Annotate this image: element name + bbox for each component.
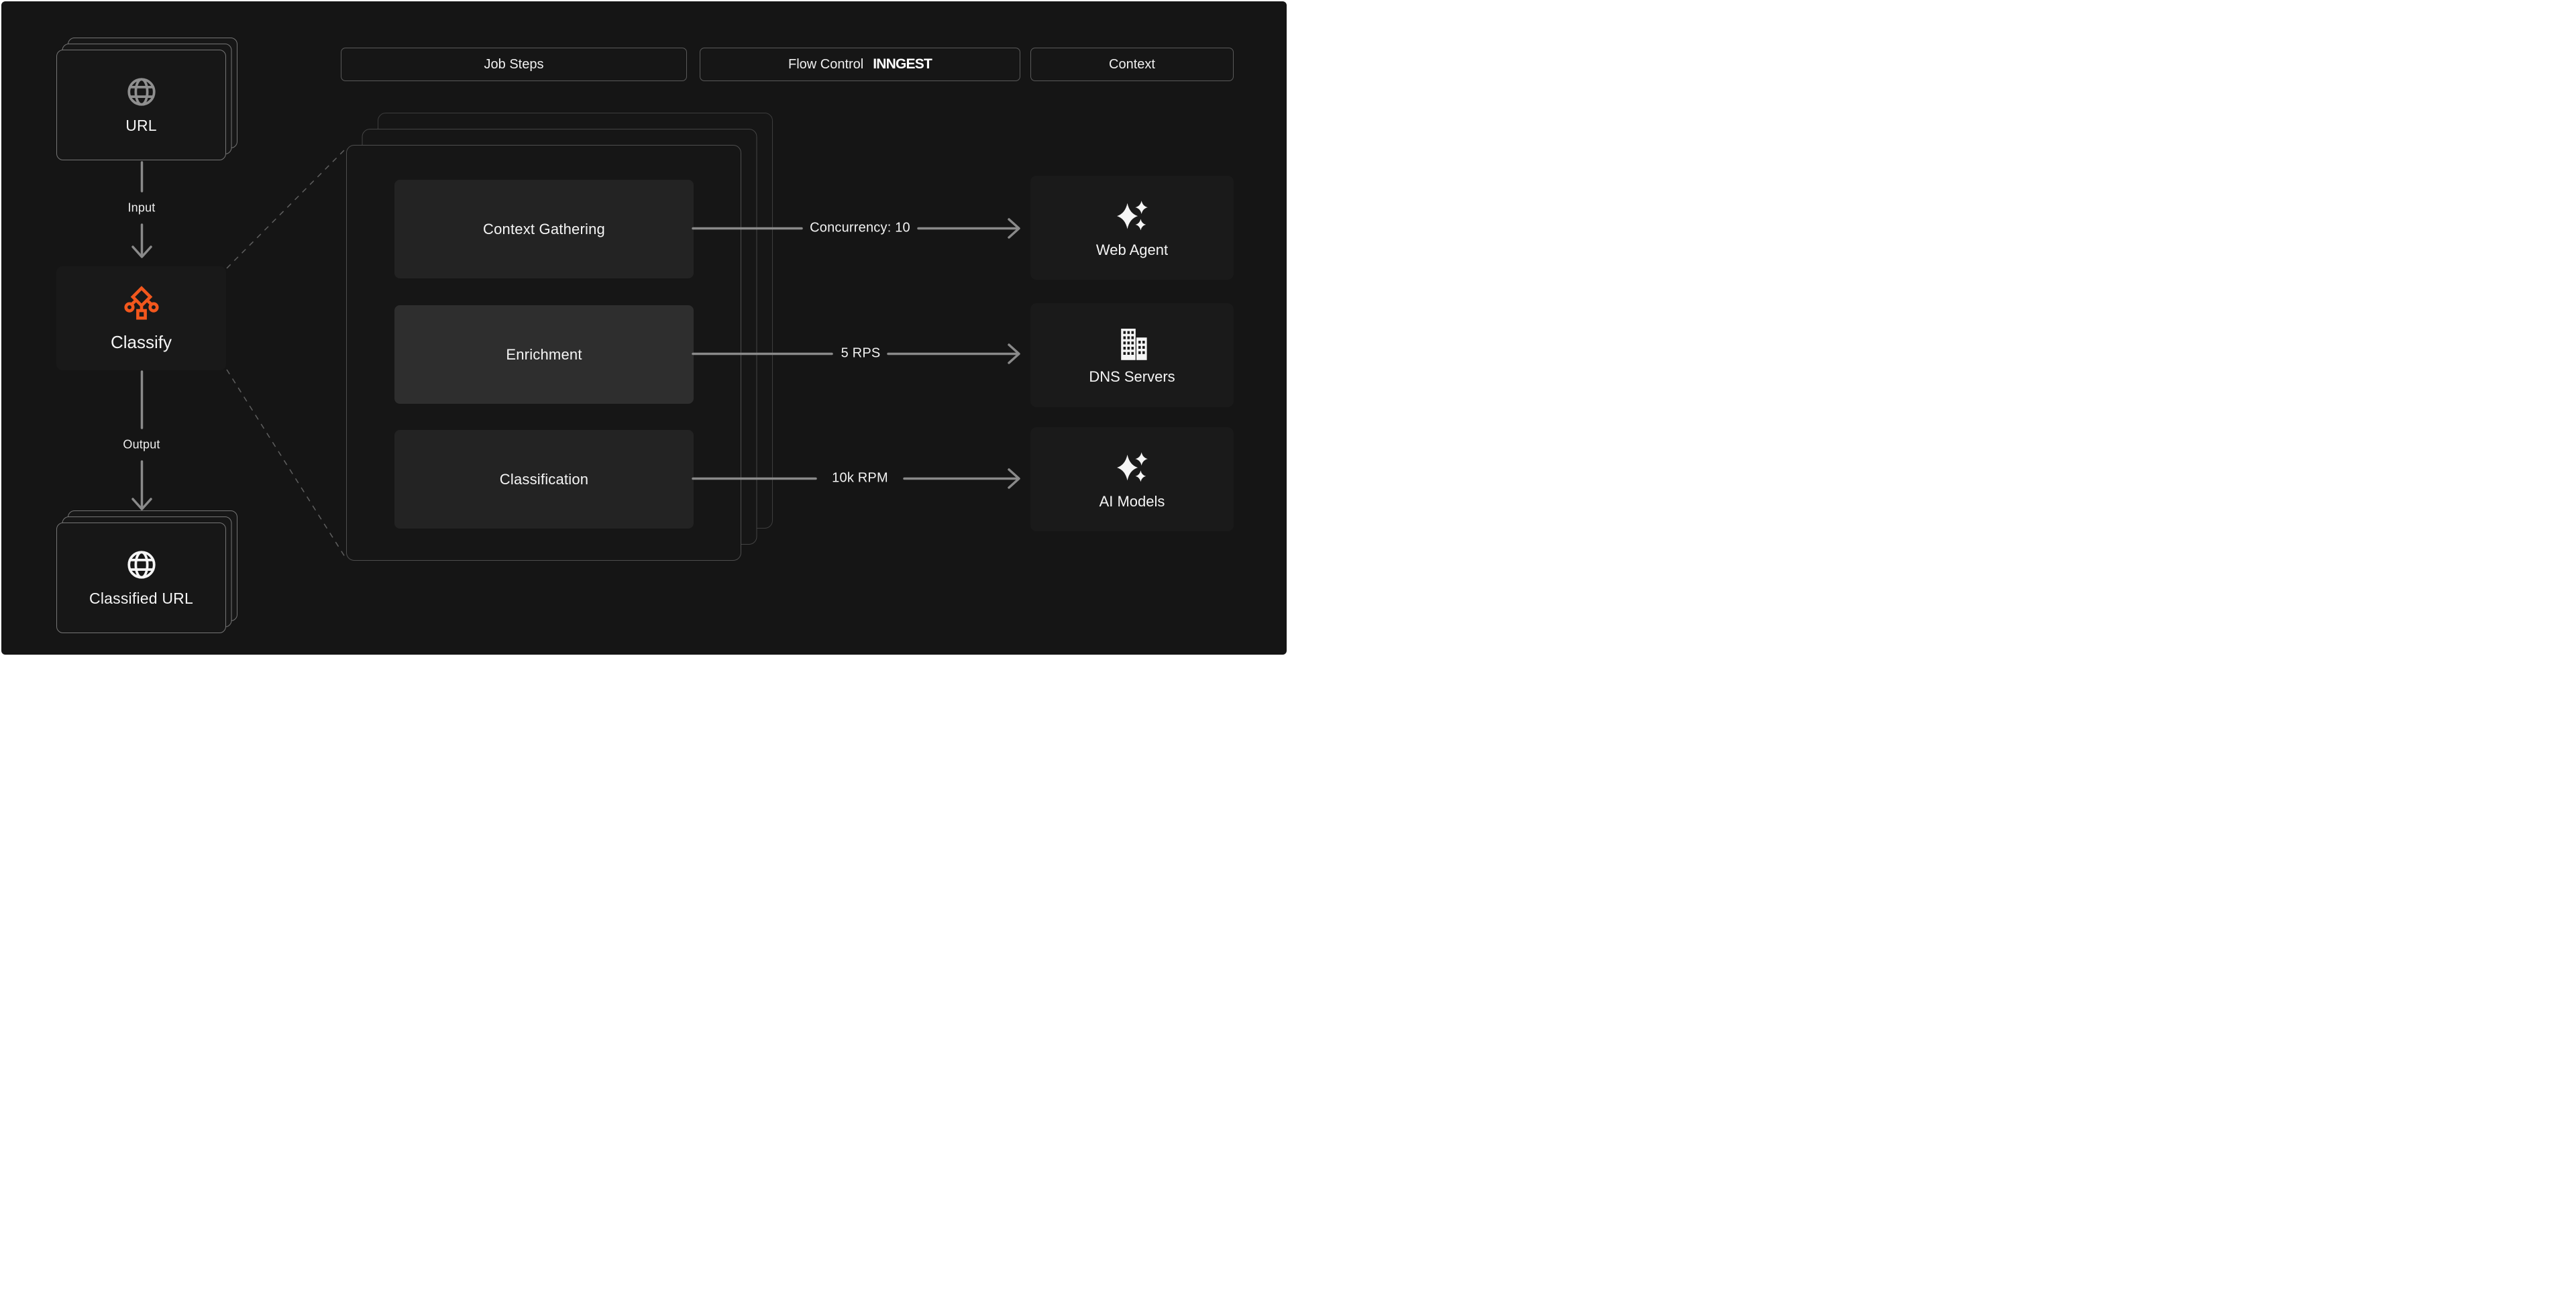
service-dns-servers: DNS Servers [1030, 303, 1234, 407]
service-web-agent: Web Agent [1030, 176, 1234, 280]
step-context-gathering: Context Gathering [394, 180, 694, 278]
service-ai-models-label: AI Models [1099, 493, 1165, 510]
header-job-steps-label: Job Steps [484, 56, 544, 72]
url-card-label: URL [125, 116, 157, 134]
globe-icon [125, 76, 158, 108]
step-enrichment: Enrichment [394, 305, 694, 404]
diagram-canvas: URL Classify [0, 0, 1288, 656]
job-card: Context Gathering Enrichment Classificat… [346, 145, 741, 561]
header-job-steps: Job Steps [341, 48, 687, 81]
rps-arrow-label: 5 RPS [841, 345, 881, 361]
sparkles-icon [1112, 197, 1153, 238]
input-arrow-label: Input [127, 201, 156, 215]
header-context-label: Context [1109, 56, 1155, 72]
step-classification: Classification [394, 430, 694, 529]
service-dns-servers-label: DNS Servers [1089, 368, 1175, 385]
inngest-logo: INNGEST [873, 56, 932, 72]
job-card-stack: Context Gathering Enrichment Classificat… [346, 113, 773, 561]
classify-node: Classify [56, 266, 226, 370]
workflow-icon [121, 284, 162, 326]
globe-icon [125, 549, 158, 581]
header-flow-control-label: Flow Control [788, 56, 864, 72]
sparkles-icon [1112, 448, 1153, 490]
rpm-arrow-label: 10k RPM [832, 470, 888, 486]
header-context: Context [1030, 48, 1234, 81]
url-card: URL [56, 50, 226, 160]
header-flow-control: Flow Control INNGEST [700, 48, 1020, 81]
service-ai-models: AI Models [1030, 427, 1234, 531]
building-icon [1112, 325, 1152, 365]
concurrency-arrow-label: Concurrency: 10 [810, 220, 910, 235]
classify-label: Classify [110, 331, 172, 352]
classified-url-card-label: Classified URL [89, 589, 193, 607]
classified-url-card: Classified URL [56, 523, 226, 633]
classified-url-card-stack: Classified URL [56, 510, 237, 633]
url-card-stack: URL [56, 38, 237, 160]
service-web-agent-label: Web Agent [1095, 241, 1169, 258]
output-arrow-label: Output [123, 437, 160, 451]
